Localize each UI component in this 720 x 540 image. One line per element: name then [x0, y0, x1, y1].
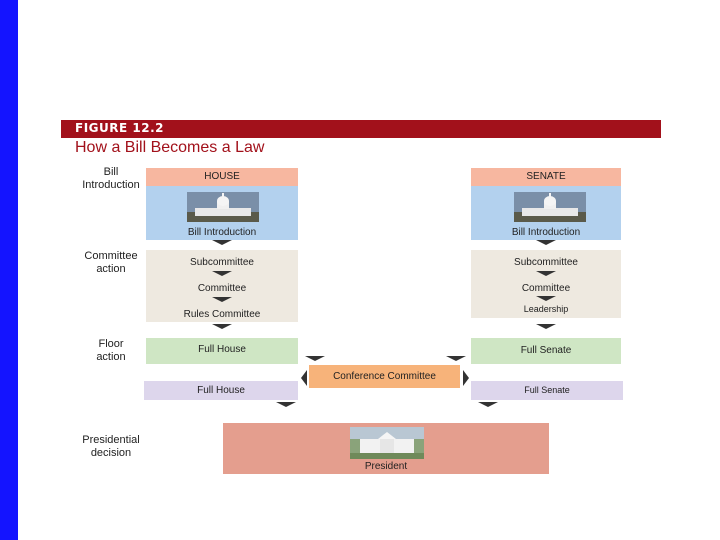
capitol-icon: [187, 192, 259, 222]
senate-subcommittee-label: Subcommittee: [514, 257, 578, 268]
arrow-down-icon: [536, 271, 556, 276]
arrow-down-icon: [212, 271, 232, 276]
figure-banner: FIGURE 12.2: [61, 120, 661, 138]
senate-committee-box: Subcommittee Committee Leadership: [471, 250, 621, 318]
house-full-house-label: Full House: [198, 344, 246, 355]
house-header-label: HOUSE: [204, 171, 240, 182]
house-committee-label: Committee: [197, 283, 247, 294]
arrow-down-icon: [305, 356, 325, 361]
senate-committee-label: Committee: [521, 283, 571, 294]
house-full-house-final-label: Full House: [197, 385, 245, 396]
senate-full-senate-label: Full Senate: [520, 345, 572, 356]
senate-header-label: SENATE: [526, 171, 566, 182]
president-box: President: [223, 423, 549, 474]
senate-full-senate-final-label: Full Senate: [524, 385, 570, 395]
stage-bill-introduction: Bill Introduction: [82, 166, 140, 191]
senate-bill-introduction-label: Bill Introduction: [511, 227, 581, 238]
arrow-down-icon: [212, 324, 232, 329]
house-subcommittee-label: Subcommittee: [190, 257, 254, 268]
senate-leadership-label: Leadership: [523, 304, 569, 314]
capitol-icon: [514, 192, 586, 222]
senate-bill-introduction: Bill Introduction: [471, 186, 621, 240]
senate-final-vote-box: Full Senate: [471, 381, 623, 400]
left-accent-bar: [0, 0, 18, 540]
arrow-down-icon: [212, 297, 232, 302]
house-final-vote-box: Full House: [144, 381, 298, 400]
house-committee-box: Subcommittee Committee Rules Committee: [146, 250, 298, 322]
figure-label: FIGURE 12.2: [75, 121, 164, 135]
conference-committee-box: Conference Committee: [309, 365, 460, 388]
arrow-down-icon: [536, 240, 556, 245]
house-bill-introduction: Bill Introduction: [146, 186, 298, 240]
stage-committee-action: Committee action: [84, 250, 138, 275]
arrow-down-icon: [212, 240, 232, 245]
president-label: President: [364, 461, 408, 472]
senate-header: SENATE: [471, 168, 621, 186]
arrow-right-icon: [463, 370, 469, 386]
house-header: HOUSE: [146, 168, 298, 186]
senate-floor-box: Full Senate: [471, 338, 621, 364]
arrow-left-icon: [301, 370, 307, 386]
stage-floor-action: Floor action: [96, 338, 126, 363]
stage-presidential-decision: Presidential decision: [82, 434, 140, 459]
house-rules-committee-label: Rules Committee: [183, 309, 261, 320]
arrow-down-icon: [446, 356, 466, 361]
arrow-down-icon: [536, 296, 556, 301]
house-floor-box: Full House: [146, 338, 298, 364]
arrow-down-icon: [536, 324, 556, 329]
figure-title: How a Bill Becomes a Law: [75, 139, 265, 156]
house-bill-introduction-label: Bill Introduction: [187, 227, 257, 238]
white-house-icon: [350, 427, 424, 459]
arrow-down-icon: [276, 402, 296, 407]
conference-committee-label: Conference Committee: [333, 371, 436, 382]
arrow-down-icon: [478, 402, 498, 407]
